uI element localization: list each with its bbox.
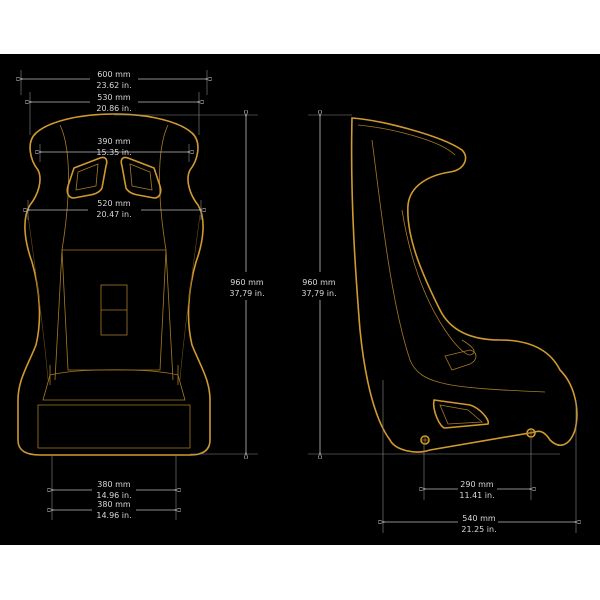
dimension-mm-label: 960 mm: [302, 278, 336, 287]
dimension-in-label: 20.86 in.: [96, 104, 131, 113]
front-seat-outline: [17, 113, 211, 456]
dimension-shoulder-width: 530 mm 20.86 in.: [30, 92, 199, 135]
dimension-in-label: 11.41 in.: [459, 491, 494, 500]
dimension-in-label: 37,79 in.: [229, 289, 264, 298]
dimension-base-width-2: 380 mm 14.96 in.: [54, 500, 174, 520]
dimension-overall-depth: 540 mm 21.25 in.: [383, 380, 576, 534]
right-harness-slot: [120, 156, 162, 199]
left-harness-slot: [66, 156, 108, 199]
dimension-in-label: 37,79 in.: [301, 289, 336, 298]
dimension-harness-slot-width: 390 mm 15.35 in.: [40, 137, 189, 162]
dimension-mid-width: 520 mm 20.47 in.: [28, 199, 201, 220]
side-harness-slot: [432, 399, 490, 429]
dimension-mm-label: 390 mm: [97, 137, 131, 146]
dimension-mm-label: 540 mm: [462, 514, 496, 523]
dimension-in-label: 15.35 in.: [96, 148, 131, 157]
dimension-overall-width: 600 mm 23.62 in.: [21, 70, 207, 95]
diagram-background: [0, 54, 600, 545]
dimension-in-label: 14.96 in.: [96, 491, 131, 500]
dimension-mm-label: 600 mm: [97, 70, 131, 79]
dimension-mm-label: 380 mm: [97, 500, 131, 509]
dimension-mm-label: 960 mm: [230, 278, 264, 287]
dimension-in-label: 14.96 in.: [96, 511, 131, 520]
dimension-in-label: 21.25 in.: [461, 525, 496, 534]
dimension-in-label: 23.62 in.: [96, 81, 131, 90]
rear-mount-hole-icon: [526, 428, 536, 438]
dimension-in-label: 20.47 in.: [96, 210, 131, 219]
dimension-mm-label: 530 mm: [97, 93, 131, 102]
dimension-mount-spacing: 290 mm 11.41 in.: [424, 438, 531, 500]
side-seat-outline: [350, 117, 578, 453]
dimension-mm-label: 290 mm: [460, 480, 494, 489]
dimension-side-height: 960 mm 37,79 in.: [301, 115, 560, 454]
dimension-mm-label: 520 mm: [97, 199, 131, 208]
dimension-front-height: 960 mm 37,79 in.: [114, 115, 265, 454]
dimension-mm-label: 380 mm: [97, 480, 131, 489]
front-mount-hole-icon: [420, 435, 430, 445]
